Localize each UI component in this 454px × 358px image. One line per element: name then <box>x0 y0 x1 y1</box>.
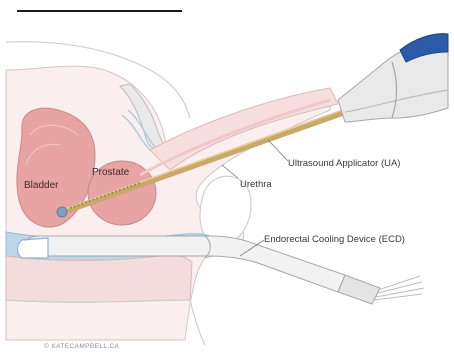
cooling-device-tip <box>18 238 49 258</box>
lower-tissue <box>6 255 192 302</box>
prostate-label: Prostate <box>92 168 129 178</box>
applicator-tip <box>57 207 67 217</box>
urethra-label: Urethra <box>240 180 272 190</box>
cooling-device-label: Endorectal Cooling Device (ECD) <box>264 235 405 245</box>
copyright-credit: © KATECAMPBELL.CA <box>44 344 119 351</box>
cooling-tubes <box>374 276 424 300</box>
ua-leader-line <box>268 140 288 161</box>
ultrasound-applicator-label: Ultrasound Applicator (UA) <box>288 159 400 169</box>
cooling-device-tail <box>338 275 380 304</box>
bladder-label: Bladder <box>24 181 58 191</box>
